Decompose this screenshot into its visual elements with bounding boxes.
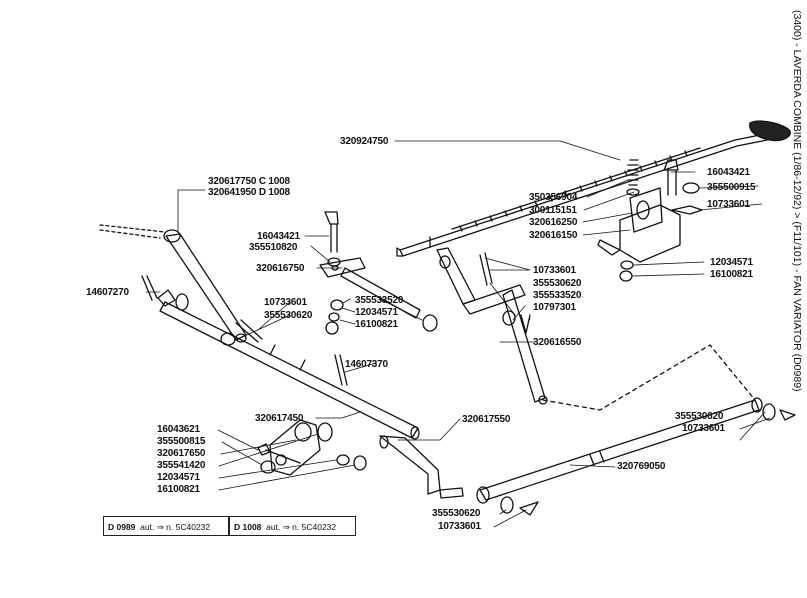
label-16100821-right: 16100821 (710, 269, 753, 280)
label-12034571-left: 12034571 (157, 472, 200, 483)
label-355530620-right: 355530620 (675, 411, 724, 422)
leader-lines (145, 140, 771, 528)
cotter-10733601-bottom (519, 501, 539, 516)
label-320617450: 320617450 (255, 413, 304, 424)
label-320641950: 320641950 D 1008 (208, 187, 290, 198)
label-355530620-left: 355530620 (264, 310, 313, 321)
washer-355530620-bottom (500, 496, 514, 514)
label-320616750: 320616750 (256, 263, 305, 274)
washer-355533520-mid (330, 299, 344, 311)
washer-12034571-mid (328, 312, 340, 322)
label-16043421-right: 16043421 (707, 167, 750, 178)
shaft-320769050 (476, 397, 763, 504)
label-320924750: 320924750 (340, 136, 389, 147)
label-320616250: 320616250 (529, 217, 578, 228)
connection-dashed (542, 344, 756, 411)
label-12034571-mid: 12034571 (355, 307, 398, 318)
washer-355500915 (682, 182, 700, 194)
bracket-320616150 (597, 187, 681, 263)
label-14607370: 14607370 (345, 359, 388, 370)
label-355533520-mid: 355533520 (355, 295, 404, 306)
label-355500815: 355500815 (157, 436, 206, 447)
washer-355530620-right (762, 403, 776, 421)
washer-355500815 (260, 460, 276, 474)
label-355500915: 355500915 (707, 182, 756, 193)
label-350356904: 350356904 (529, 192, 578, 203)
label-355510820: 355510820 (249, 242, 298, 253)
washer-355541420 (317, 422, 333, 442)
cotter-10733601-mid (479, 252, 493, 286)
label-355541420: 355541420 (157, 460, 206, 471)
bolt-16043421-mid (324, 211, 339, 253)
label-10733601-mid: 10733601 (533, 265, 576, 276)
side-title: (3400) - LAVERDA COMBINE (1/86-12/92) > … (791, 10, 804, 590)
link-320617550 (379, 435, 464, 499)
washer-355533520-right (422, 314, 438, 332)
label-320617750: 320617750 C 1008 (208, 176, 290, 187)
footnote-d0989: D 0989 aut. ⇒ n. 5C40232 (103, 516, 229, 536)
label-10733601-right: 10733601 (707, 199, 750, 210)
link-320617750 (163, 229, 247, 343)
label-320769050: 320769050 (617, 461, 666, 472)
washer-12034571-left (336, 454, 350, 466)
label-16100821-mid: 16100821 (355, 319, 398, 330)
label-16043421-mid: 16043421 (257, 231, 300, 242)
label-320617550: 320617550 (462, 414, 511, 425)
cotter-10733601-left (235, 319, 263, 343)
washer-355510820 (327, 257, 341, 267)
nut-16100821-mid (325, 321, 339, 335)
label-320616550: 320616550 (533, 337, 582, 348)
control-rod-320924750 (396, 132, 773, 257)
nut-16100821-left (353, 455, 367, 471)
label-320617650: 320617650 (157, 448, 206, 459)
side-title-text: (3400) - LAVERDA COMBINE (1/86-12/92) > … (791, 10, 803, 392)
washer-12034571-right (620, 260, 634, 270)
label-355530620-bottom: 355530620 (432, 508, 481, 519)
label-300115151: 300115151 (529, 205, 577, 216)
bolt-16043421-right (663, 159, 679, 196)
label-10733601-bottom: 10733601 (438, 521, 481, 532)
nut-16100821-right (619, 270, 633, 282)
spring-350356904 (626, 159, 640, 196)
footnote-d1008: D 1008 aut. ⇒ n. 5C40232 (229, 516, 356, 536)
label-12034571-right: 12034571 (710, 257, 753, 268)
label-355530620-mid: 355530620 (533, 278, 582, 289)
lever-320616550 (436, 247, 548, 405)
footnote-d1008-text: aut. ⇒ n. 5C40232 (266, 522, 337, 532)
label-355533520-right: 355533520 (533, 290, 582, 301)
label-10733601-far-right: 10733601 (682, 423, 725, 434)
label-320616150: 320616150 (529, 230, 578, 241)
pin-14607270 (141, 275, 158, 301)
label-14607270: 14607270 (86, 287, 129, 298)
frame-edge-left (99, 224, 166, 239)
label-10733601-left: 10733601 (264, 297, 307, 308)
footnote-d0989-text: aut. ⇒ n. 5C40232 (140, 522, 211, 532)
label-16100821-left: 16100821 (157, 484, 200, 495)
label-10797301: 10797301 (533, 302, 576, 313)
footnote-d1008-code: D 1008 (234, 522, 262, 532)
rod-handle-grip (749, 120, 791, 142)
label-16043621: 16043621 (157, 424, 200, 435)
footnote-d0989-code: D 0989 (108, 522, 136, 532)
cotter-10733601-far-right (779, 409, 796, 421)
shaft-320617450 (157, 289, 420, 440)
pin-14607370 (334, 354, 348, 386)
